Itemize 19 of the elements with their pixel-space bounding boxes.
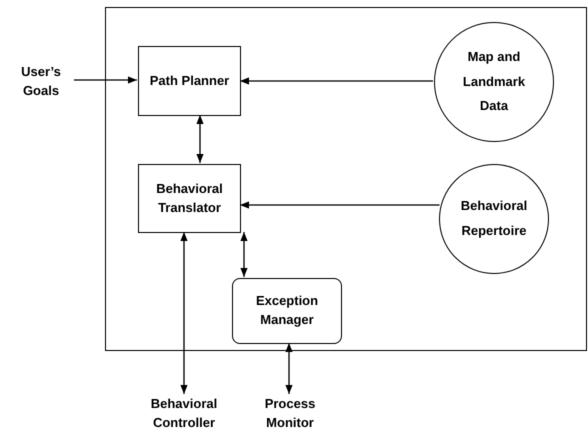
system-boundary-box	[105, 7, 587, 351]
external-label: User’s Goals	[20, 63, 62, 100]
external-label: Process Monitor	[264, 395, 316, 432]
node-label: Path Planner	[148, 72, 230, 90]
arrow	[240, 201, 440, 209]
arrow	[74, 76, 137, 84]
arrow	[196, 115, 204, 163]
node-label: Exception Manager	[254, 292, 320, 329]
arrow	[285, 343, 293, 394]
external-label: Behavioral Controller	[150, 395, 218, 432]
process-box	[138, 46, 241, 116]
arrow	[240, 232, 248, 277]
node-label: Behavioral Translator	[155, 180, 224, 216]
process-box	[232, 278, 342, 344]
process-box	[138, 164, 241, 233]
node-label: Behavioral Repertoire	[460, 197, 528, 240]
node-label: Map and Landmark Data	[462, 48, 526, 116]
arrow	[180, 232, 188, 394]
arrow	[240, 77, 433, 85]
